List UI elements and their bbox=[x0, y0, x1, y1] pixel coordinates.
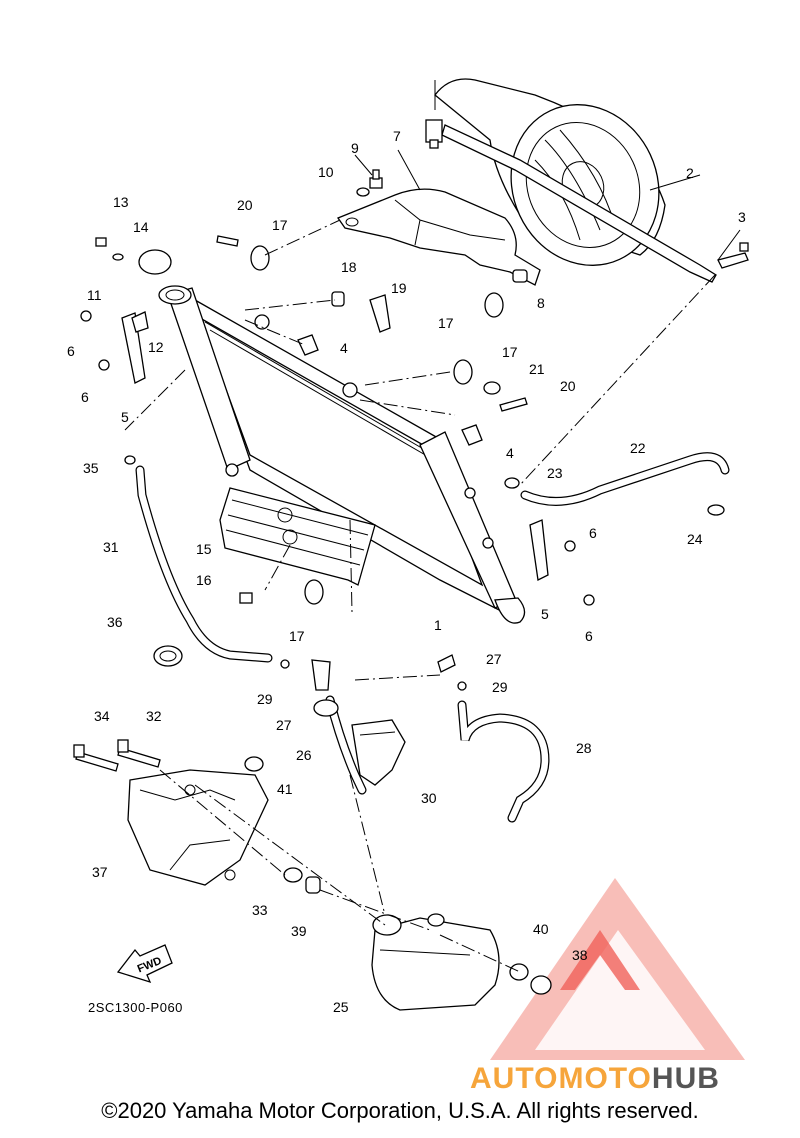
callout-5a: 5 bbox=[121, 409, 129, 425]
callout-37: 37 bbox=[92, 864, 108, 880]
callout-14: 14 bbox=[133, 219, 149, 235]
callout-29a: 29 bbox=[257, 691, 273, 707]
fan-assembly bbox=[425, 78, 717, 283]
hose-28 bbox=[457, 700, 550, 823]
callout-7: 7 bbox=[393, 128, 401, 144]
callout-9: 9 bbox=[351, 140, 359, 156]
callout-18: 18 bbox=[341, 259, 357, 275]
callout-40: 40 bbox=[533, 921, 549, 937]
callout-28: 28 bbox=[576, 740, 592, 756]
copyright-notice: ©2020 Yamaha Motor Corporation, U.S.A. A… bbox=[101, 1098, 699, 1123]
reservoir-tank-25 bbox=[371, 913, 500, 1011]
wordmark-part1: AUTOMOTO bbox=[470, 1062, 652, 1095]
callout-38: 38 bbox=[572, 947, 588, 963]
radiator-shroud bbox=[336, 188, 541, 286]
callout-6b: 6 bbox=[81, 389, 89, 405]
callout-29b: 29 bbox=[492, 679, 508, 695]
callout-6c: 6 bbox=[589, 525, 597, 541]
callout-labels: 1 2 3 4 4 5 5 6 6 6 6 7 8 9 10 11 12 13 … bbox=[67, 128, 746, 1015]
callout-27b: 27 bbox=[276, 717, 292, 733]
callout-41: 41 bbox=[277, 781, 293, 797]
automotohub-wordmark: AUTOMOTOHUB bbox=[470, 1062, 720, 1095]
callout-13: 13 bbox=[113, 194, 129, 210]
bracket-37 bbox=[127, 769, 269, 886]
callout-16: 16 bbox=[196, 572, 212, 588]
callout-26: 26 bbox=[296, 747, 312, 763]
callout-30: 30 bbox=[421, 790, 437, 806]
wordmark-part2: HUB bbox=[652, 1062, 720, 1095]
automotohub-logo bbox=[490, 878, 745, 1060]
svg-text:AUTOMOTOHUB: AUTOMOTOHUB bbox=[470, 1062, 720, 1095]
callout-6a: 6 bbox=[67, 343, 75, 359]
callout-36: 36 bbox=[107, 614, 123, 630]
callout-2: 2 bbox=[686, 165, 694, 181]
callout-6d: 6 bbox=[585, 628, 593, 644]
callout-5b: 5 bbox=[541, 606, 549, 622]
callout-39: 39 bbox=[291, 923, 307, 939]
cover-30 bbox=[351, 719, 406, 786]
callout-17b: 17 bbox=[438, 315, 454, 331]
callout-21: 21 bbox=[529, 361, 545, 377]
drawing-code: 2SC1300-P060 bbox=[88, 1000, 183, 1015]
callout-24: 24 bbox=[687, 531, 703, 547]
callout-23: 23 bbox=[547, 465, 563, 481]
callout-20a: 20 bbox=[237, 197, 253, 213]
callout-1: 1 bbox=[434, 617, 442, 633]
fasteners bbox=[73, 169, 749, 995]
logo-triangle-inner bbox=[535, 930, 705, 1050]
callout-8: 8 bbox=[537, 295, 545, 311]
callout-10: 10 bbox=[318, 164, 334, 180]
fitting-26 bbox=[311, 659, 367, 795]
callout-17d: 17 bbox=[289, 628, 305, 644]
callout-19: 19 bbox=[391, 280, 407, 296]
callout-15: 15 bbox=[196, 541, 212, 557]
logo-a-mark bbox=[560, 930, 640, 990]
callout-17a: 17 bbox=[272, 217, 288, 233]
callout-25: 25 bbox=[333, 999, 349, 1015]
hose-31 bbox=[135, 465, 273, 663]
callout-22: 22 bbox=[630, 440, 646, 456]
callout-4a: 4 bbox=[340, 340, 348, 356]
hose-22 bbox=[520, 452, 730, 506]
callout-31: 31 bbox=[103, 539, 119, 555]
callout-35: 35 bbox=[83, 460, 99, 476]
radiator-grille bbox=[219, 487, 376, 586]
callout-3: 3 bbox=[738, 209, 746, 225]
callout-34: 34 bbox=[94, 708, 110, 724]
assembly-lines bbox=[124, 149, 741, 973]
callout-27a: 27 bbox=[486, 651, 502, 667]
callout-12: 12 bbox=[148, 339, 164, 355]
callout-11: 11 bbox=[87, 287, 102, 303]
callout-32: 32 bbox=[146, 708, 162, 724]
callout-4b: 4 bbox=[506, 445, 514, 461]
callout-17c: 17 bbox=[502, 344, 518, 360]
radiator-core bbox=[158, 285, 526, 624]
callout-20b: 20 bbox=[560, 378, 576, 394]
callout-33: 33 bbox=[252, 902, 268, 918]
fwd-arrow: FWD bbox=[116, 944, 173, 984]
